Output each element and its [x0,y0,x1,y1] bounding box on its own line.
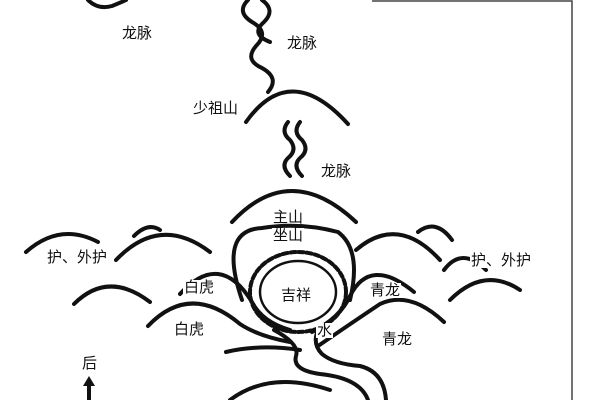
label-dragon-vein-mid: 龙脉 [286,34,319,52]
azure-dragon-outer-hill [316,297,446,348]
white-tiger-lower-ridge [224,345,302,354]
top-left-ridge [86,0,128,10]
dragon-vein-mid-wave [282,120,296,178]
label-young-ancestor-mountain: 少祖山 [192,99,240,117]
dragon-vein-top-wave-2 [256,0,272,44]
frame-line [372,0,573,400]
label-auspicious: 吉祥 [280,286,313,304]
label-protect-right: 护、外护 [470,251,533,269]
auspicious-ring-outer [248,250,348,334]
water-course-right [313,328,388,400]
left-protect-hill-4 [72,284,152,306]
label-main-mountain: 主山 [273,208,304,226]
back-arrow-head [83,376,95,386]
water-course-left [272,328,370,400]
label-sitting-mountain: 坐山 [272,226,305,244]
label-white-tiger-inner: 白虎 [183,278,216,296]
white-tiger-outer-hill [146,301,292,344]
label-azure-dragon-inner: 青龙 [369,281,402,299]
label-white-tiger-outer: 白虎 [173,320,206,338]
left-protect-hill-2 [24,232,100,254]
right-protect-hill-4 [448,278,522,302]
dragon-vein-top-wave [240,0,275,94]
azure-dragon-inner-hill [310,273,416,334]
right-protect-hill-2 [354,232,442,262]
right-protect-hill-1 [416,224,454,242]
front-hill-ridge [228,380,332,400]
sitting-mountain-ring [231,223,356,302]
main-mountain-ridge [230,189,358,224]
left-protect-hill-1 [132,225,162,238]
auspicious-ring-inner [258,259,338,325]
left-protect-hill-3 [114,232,212,262]
label-azure-dragon-outer: 青龙 [381,330,414,348]
label-water: 水 [316,321,334,339]
label-back: 后 [82,354,98,372]
young-ancestor-mountain-ridge [244,89,350,126]
dragon-vein-mid-wave-2 [294,120,308,178]
label-protect-left: 护、外护 [46,248,109,266]
label-dragon-vein-lower: 龙脉 [320,162,353,180]
label-dragon-vein-top: 龙脉 [122,24,153,42]
white-tiger-inner-hill [178,271,292,332]
